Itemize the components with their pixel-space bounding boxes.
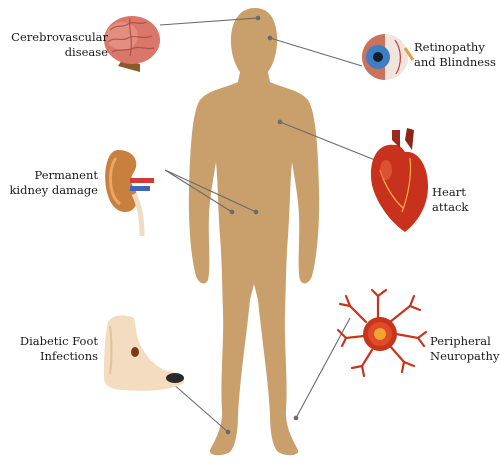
label-diabetic-foot-infections: Diabetic Foot Infections: [19, 334, 98, 363]
label-peripheral-neuropathy: Peripheral Neuropathy: [430, 334, 500, 363]
connector-kidney-2: [164, 169, 257, 213]
connector-dot-brain: [255, 15, 261, 21]
connector-dot-kidney-2: [253, 209, 259, 215]
foot-icon: [104, 315, 185, 391]
eye-icon: [362, 34, 415, 80]
human-body-silhouette: [188, 8, 320, 456]
heart-icon: [370, 128, 428, 232]
connector-dot-eye: [267, 35, 273, 41]
connector-neuro: [295, 317, 351, 419]
connector-dot-neuro: [293, 415, 299, 421]
nerve-cell-icon: [336, 288, 428, 378]
kidney-icon: [105, 150, 154, 237]
connector-foot: [171, 382, 229, 433]
connector-dot-foot: [225, 429, 231, 435]
connector-eye: [269, 37, 363, 67]
connector-brain: [159, 17, 259, 26]
brain-icon: [104, 16, 160, 72]
connector-kidney-1: [164, 169, 233, 213]
connector-dot-kidney-1: [229, 209, 235, 215]
label-heart-attack: Heart attack: [432, 185, 469, 214]
label-retinopathy-blindness: Retinopathy and Blindness: [414, 40, 496, 69]
connector-dot-heart: [277, 119, 283, 125]
label-cerebrovascular-disease: Cerebrovascular disease: [11, 30, 108, 59]
connector-heart: [279, 121, 381, 163]
label-permanent-kidney-damage: Permanent kidney damage: [9, 168, 98, 197]
connector-lines: [159, 15, 381, 435]
